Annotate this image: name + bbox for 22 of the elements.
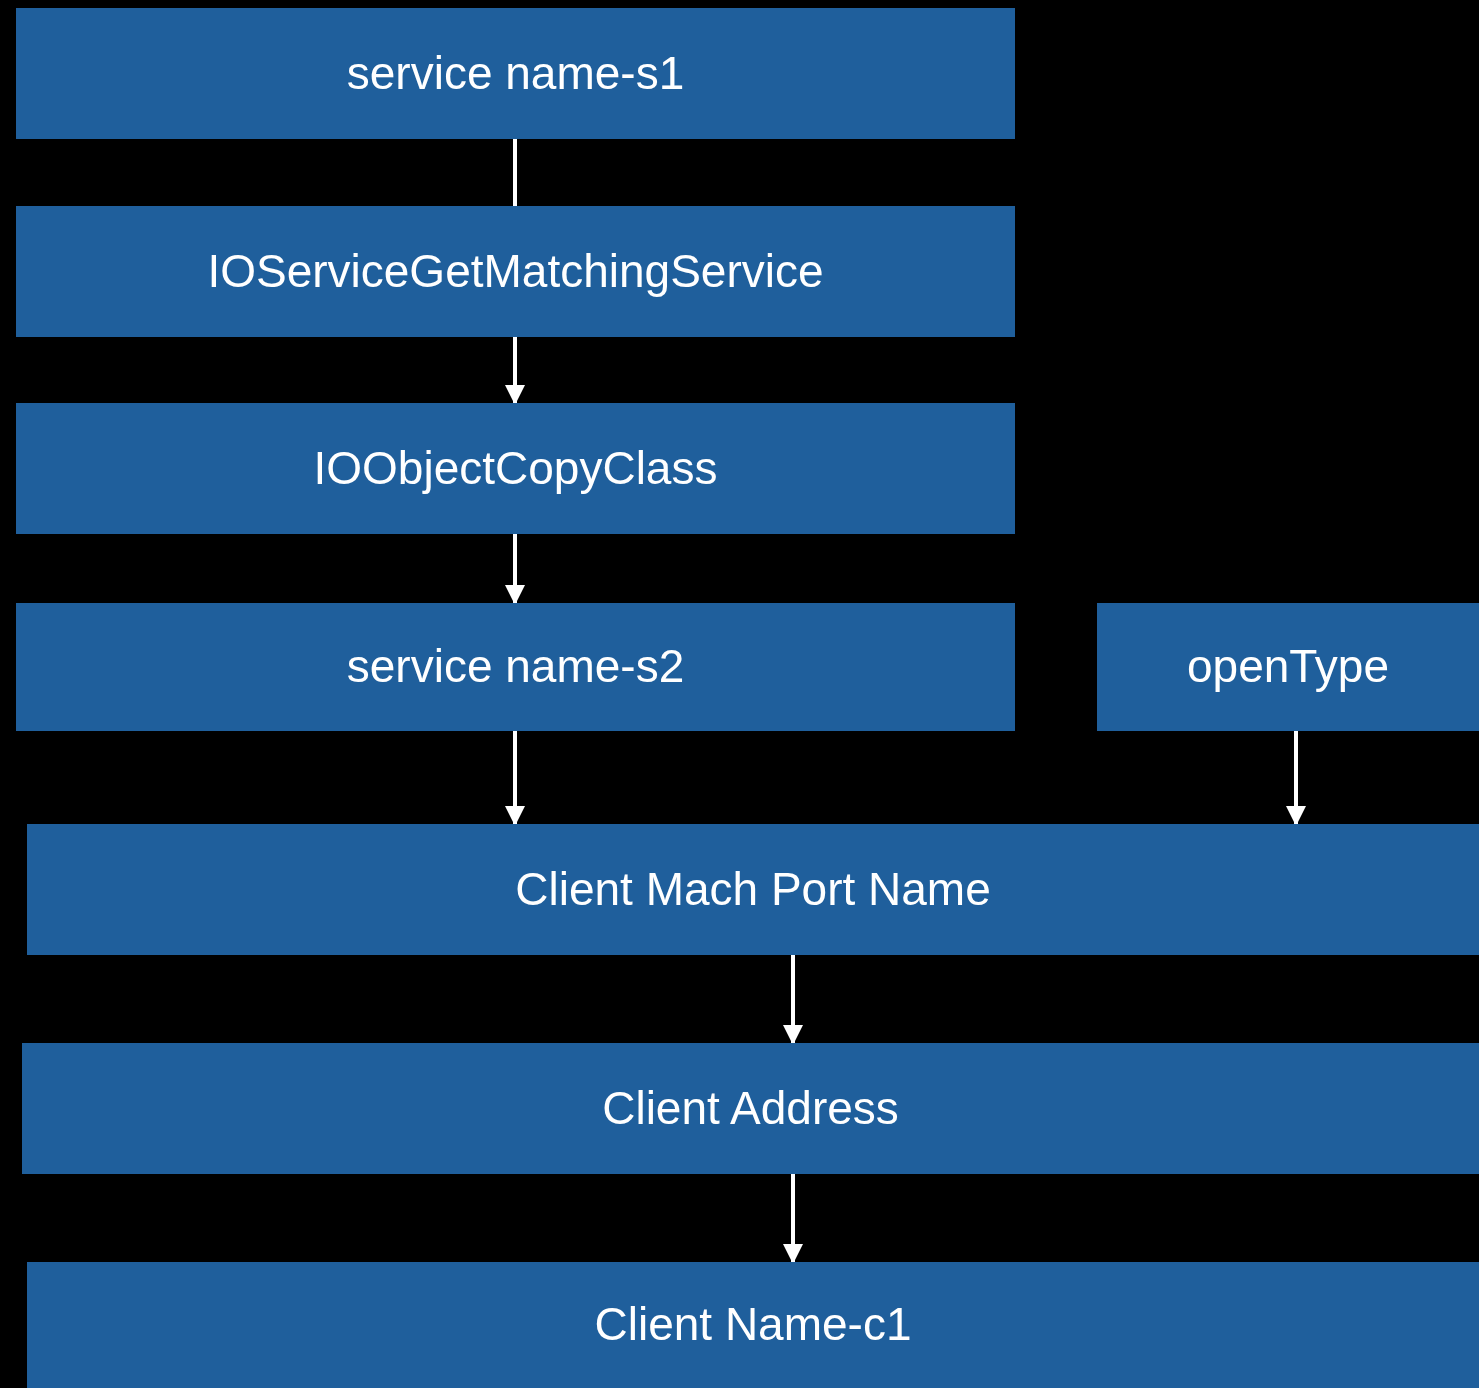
arrow	[505, 337, 525, 405]
box-label: Client Address	[602, 1080, 899, 1136]
box-label: service name-s2	[346, 639, 685, 695]
process-box	[27, 1262, 1479, 1388]
process-box	[22, 1043, 1479, 1174]
box-label: Client Mach Port Name	[515, 861, 991, 917]
process-box	[16, 8, 1015, 139]
process-box	[16, 603, 1015, 731]
process-box	[16, 206, 1015, 337]
arrow	[783, 1174, 803, 1264]
arrow	[1286, 731, 1306, 826]
process-box	[27, 824, 1479, 955]
box-label: service name-s1	[346, 45, 685, 101]
box-label: openType	[1186, 639, 1390, 695]
arrow	[783, 955, 803, 1045]
process-box	[1097, 603, 1479, 731]
box-label: IOObjectCopyClass	[313, 440, 718, 496]
box-label: Client Name-c1	[594, 1297, 912, 1353]
arrow	[505, 534, 525, 605]
process-box	[16, 403, 1015, 534]
box-label: IOServiceGetMatchingService	[207, 243, 824, 299]
arrow	[505, 731, 525, 826]
